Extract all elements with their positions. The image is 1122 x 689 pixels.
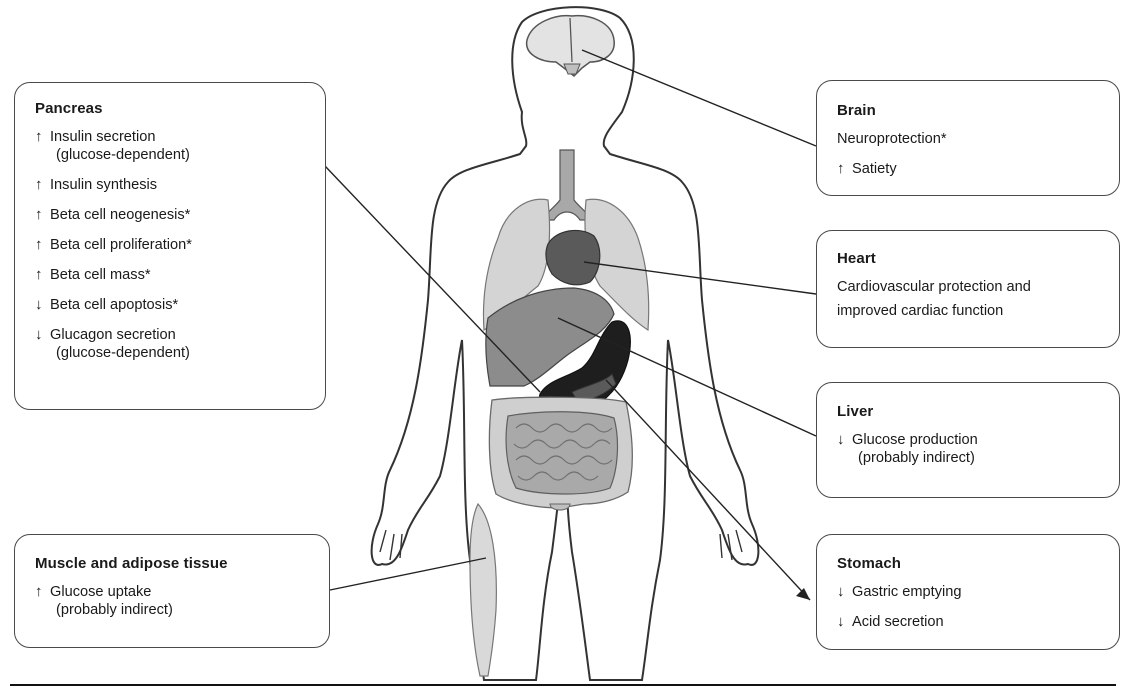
brain-effect: ↑Satiety xyxy=(837,160,1109,178)
down-arrow-icon: ↓ xyxy=(35,296,49,314)
brain-title: Brain xyxy=(837,102,1109,120)
down-arrow-icon: ↓ xyxy=(35,326,49,344)
stomach-arrowhead xyxy=(796,588,810,600)
pancreas-effect: ↑Beta cell proliferation* xyxy=(35,236,315,254)
pancreas-effect: ↓Beta cell apoptosis* xyxy=(35,296,315,314)
up-arrow-icon: ↑ xyxy=(35,206,49,224)
pancreas-effect: ↑Beta cell mass* xyxy=(35,266,315,284)
down-arrow-icon: ↓ xyxy=(837,431,851,449)
stomach-effect: ↓Acid secretion xyxy=(837,613,1109,631)
pancreas-title: Pancreas xyxy=(35,100,315,118)
pancreas-effect: ↑Insulin synthesis xyxy=(35,176,315,194)
pancreas-box: Pancreas ↑Insulin secretion(glucose-depe… xyxy=(14,82,326,410)
down-arrow-icon: ↓ xyxy=(837,583,851,601)
down-arrow-icon: ↓ xyxy=(837,613,851,631)
pancreas-effect: ↓Glucagon secretion(glucose-dependent) xyxy=(35,326,315,362)
liver-box: Liver ↓Glucose production(probably indir… xyxy=(816,382,1120,498)
up-arrow-icon: ↑ xyxy=(35,266,49,284)
brain-box: Brain Neuroprotection* ↑Satiety xyxy=(816,80,1120,196)
pancreas-effect: ↑Beta cell neogenesis* xyxy=(35,206,315,224)
brain-effect: Neuroprotection* xyxy=(837,130,1109,148)
up-arrow-icon: ↑ xyxy=(35,176,49,194)
heart-shape xyxy=(546,230,600,284)
muscle-title: Muscle and adipose tissue xyxy=(35,555,319,573)
pancreas-effect: ↑Insulin secretion(glucose-dependent) xyxy=(35,128,315,164)
up-arrow-icon: ↑ xyxy=(35,583,49,601)
muscle-box: Muscle and adipose tissue ↑Glucose uptak… xyxy=(14,534,330,648)
muscle-effect: ↑Glucose uptake(probably indirect) xyxy=(35,583,319,619)
stomach-box: Stomach ↓Gastric emptying ↓Acid secretio… xyxy=(816,534,1120,650)
bottom-rule xyxy=(10,684,1116,686)
leader-line-muscle xyxy=(330,558,486,590)
up-arrow-icon: ↑ xyxy=(837,160,851,178)
stomach-effect: ↓Gastric emptying xyxy=(837,583,1109,601)
up-arrow-icon: ↑ xyxy=(35,236,49,254)
up-arrow-icon: ↑ xyxy=(35,128,49,146)
liver-effect: ↓Glucose production(probably indirect) xyxy=(837,431,1109,467)
stomach-title: Stomach xyxy=(837,555,1109,573)
liver-title: Liver xyxy=(837,403,1109,421)
heart-title: Heart xyxy=(837,250,1109,268)
